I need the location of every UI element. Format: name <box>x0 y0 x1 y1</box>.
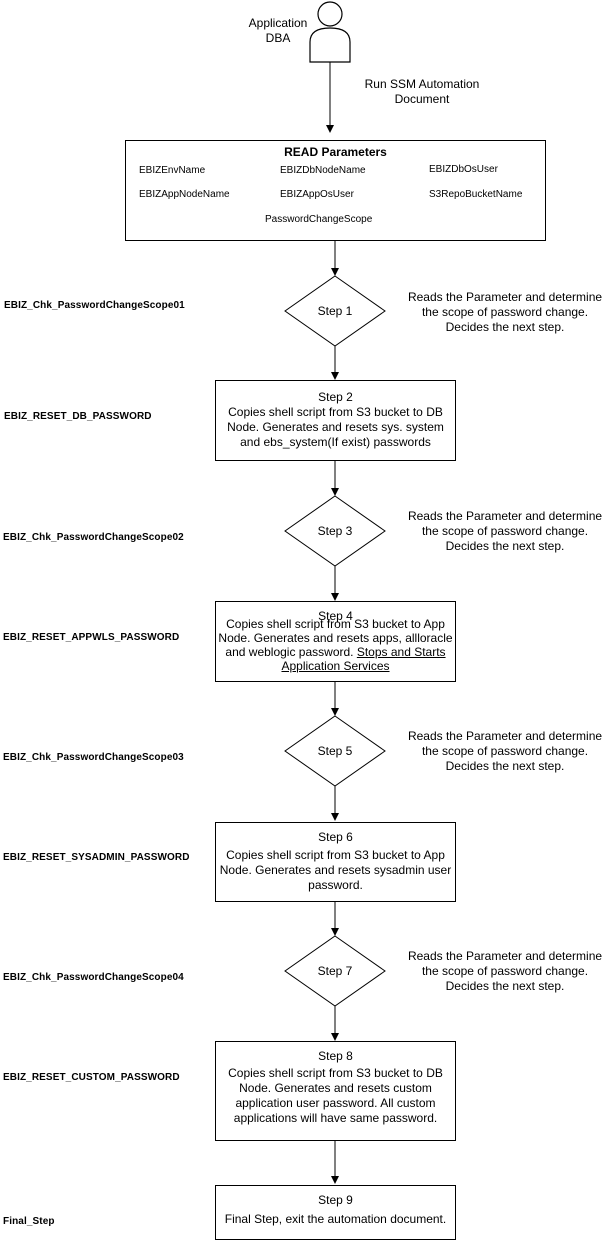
side-label-step1: EBIZ_Chk_PasswordChangeScope01 <box>4 300 185 311</box>
stops-starts-link: Stops and Starts <box>356 645 446 659</box>
step1-title: Step 1 <box>317 304 353 318</box>
step9-box: Step 9 Final Step, exit the automation d… <box>215 1185 456 1240</box>
step8-title: Step 8 <box>318 1049 353 1063</box>
actor-label-line2: DBA <box>265 31 291 45</box>
side-label-step8: EBIZ_RESET_CUSTOM_PASSWORD <box>3 1072 180 1083</box>
decision-note-step1: Reads the Parameter and determine the sc… <box>407 290 603 334</box>
param-s3-repo-bucket: S3RepoBucketName <box>429 189 523 200</box>
step6-title: Step 6 <box>318 830 353 844</box>
side-label-step2: EBIZ_RESET_DB_PASSWORD <box>4 411 152 422</box>
read-parameters-title: READ Parameters <box>284 145 387 159</box>
side-label-step4: EBIZ_RESET_APPWLS_PASSWORD <box>3 632 180 643</box>
param-db-node-name: EBIZDbNodeName <box>280 165 366 176</box>
decision-note-step5: Reads the Parameter and determine the sc… <box>407 729 603 773</box>
side-label-step5: EBIZ_Chk_PasswordChangeScope03 <box>3 752 184 763</box>
param-env-name: EBIZEnvName <box>139 165 206 176</box>
decision-note-step7: Reads the Parameter and determine the sc… <box>407 949 603 993</box>
step2-title: Step 2 <box>318 390 353 404</box>
step7-title: Step 7 <box>317 964 353 978</box>
step4-title: Step 4 <box>318 609 353 623</box>
side-label-step3: EBIZ_Chk_PasswordChangeScope02 <box>3 532 184 543</box>
side-label-step9: Final_Step <box>3 1216 55 1227</box>
step8-box: Step 8 Copies shell script from S3 bucke… <box>215 1041 456 1141</box>
person-icon <box>309 1 351 63</box>
param-app-node-name: EBIZAppNodeName <box>139 189 230 200</box>
step4-box: Step 4 Copies shell script from S3 bucke… <box>215 601 456 682</box>
param-db-os-user: EBIZDbOsUser <box>429 164 498 175</box>
side-label-step7: EBIZ_Chk_PasswordChangeScope04 <box>3 972 184 983</box>
read-parameters-box: READ Parameters EBIZEnvName EBIZDbNodeNa… <box>125 140 546 241</box>
step5-title: Step 5 <box>317 744 353 758</box>
side-label-step6: EBIZ_RESET_SYSADMIN_PASSWORD <box>3 852 190 863</box>
param-app-os-user: EBIZAppOsUser <box>280 189 354 200</box>
actor-label: Application DBA <box>240 16 316 46</box>
decision-note-step3: Reads the Parameter and determine the sc… <box>407 509 603 553</box>
run-automation-label: Run SSM Automation Document <box>364 77 480 106</box>
step9-title: Step 9 <box>318 1193 353 1207</box>
param-password-change-scope: PasswordChangeScope <box>265 214 373 225</box>
actor-label-line1: Application <box>248 16 308 30</box>
step6-box: Step 6 Copies shell script from S3 bucke… <box>215 822 456 902</box>
step3-title: Step 3 <box>317 524 353 538</box>
step2-box: Step 2 Copies shell script from S3 bucke… <box>215 380 456 461</box>
